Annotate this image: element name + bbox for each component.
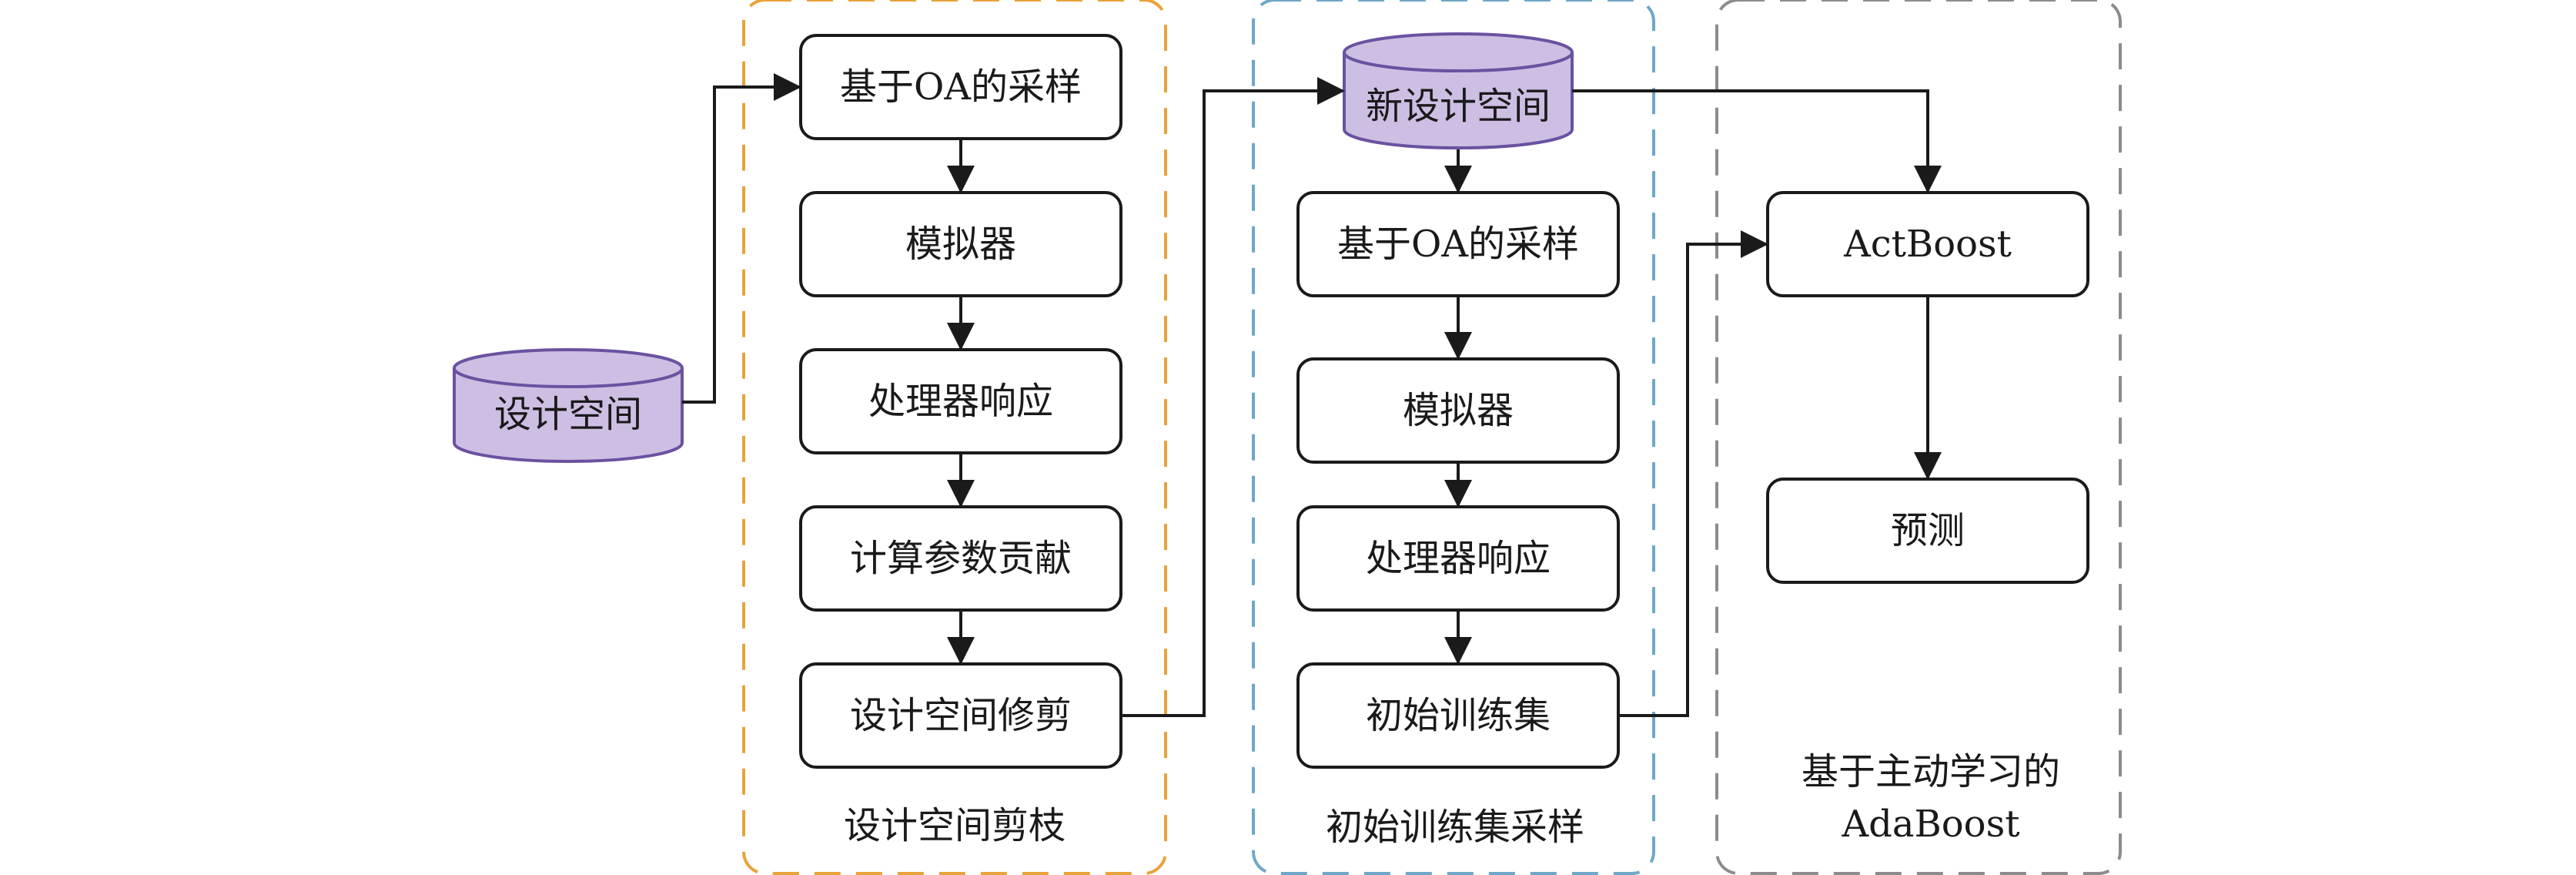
group-pruning-border (742, 0, 1167, 875)
group-adaboost-border (1715, 0, 2122, 875)
group-adaboost-caption-line2: AdaBoost (1842, 803, 2020, 846)
arrow-training-set-to-actboost (1618, 230, 1768, 717)
pruning-step-oa-sampling-label: 基于OA的采样 (840, 65, 1082, 109)
group-training-caption: 初始训练集采样 (1326, 806, 1584, 849)
pruning-step-processor-response: 处理器响应 (799, 348, 1122, 454)
training-step-initial-set-label: 初始训练集 (1366, 694, 1551, 737)
group-training-border (1252, 0, 1655, 875)
pruning-step-oa-sampling: 基于OA的采样 (799, 34, 1122, 140)
arrow-input-to-pruning (682, 73, 801, 404)
new-design-space-cylinder-body (1343, 52, 1574, 149)
pruning-step-param-contribution-label: 计算参数贡献 (850, 537, 1072, 580)
design-space-cylinder-top (453, 348, 684, 388)
training-step-oa-sampling-label: 基于OA的采样 (1337, 223, 1579, 266)
training-step-initial-set: 初始训练集 (1296, 662, 1620, 769)
training-step-simulator-label: 模拟器 (1403, 389, 1514, 432)
design-space-cylinder-body (453, 368, 684, 463)
training-step-simulator: 模拟器 (1296, 357, 1620, 464)
new-design-space-cylinder: 新设计空间 (1343, 32, 1574, 149)
training-step-processor-response: 处理器响应 (1296, 505, 1620, 612)
adaboost-step-actboost-label: ActBoost (1843, 223, 2012, 266)
pruning-step-space-trim-label: 设计空间修剪 (850, 694, 1072, 737)
group-adaboost-caption-line1: 基于主动学习的 (1802, 750, 2060, 793)
adaboost-step-actboost: ActBoost (1766, 191, 2089, 297)
training-step-processor-response-label: 处理器响应 (1366, 537, 1551, 580)
arrow-pruning-to-new-space (1121, 77, 1345, 717)
design-space-cylinder: 设计空间 (453, 348, 684, 463)
design-space-label: 设计空间 (494, 393, 642, 436)
adaboost-step-predict-label: 预测 (1891, 509, 1965, 552)
new-design-space-cylinder-top (1343, 32, 1574, 72)
pruning-step-param-contribution: 计算参数贡献 (799, 505, 1122, 612)
group-pruning-caption: 设计空间剪枝 (844, 804, 1066, 847)
arrow-new-space-to-actboost (1572, 89, 1942, 193)
adaboost-step-predict: 预测 (1766, 478, 2089, 584)
pruning-step-simulator-label: 模拟器 (905, 223, 1016, 266)
new-design-space-label: 新设计空间 (1366, 85, 1551, 128)
pruning-step-space-trim: 设计空间修剪 (799, 662, 1122, 769)
training-step-oa-sampling: 基于OA的采样 (1296, 191, 1620, 297)
pruning-step-processor-response-label: 处理器响应 (868, 380, 1053, 423)
pruning-step-simulator: 模拟器 (799, 191, 1122, 297)
